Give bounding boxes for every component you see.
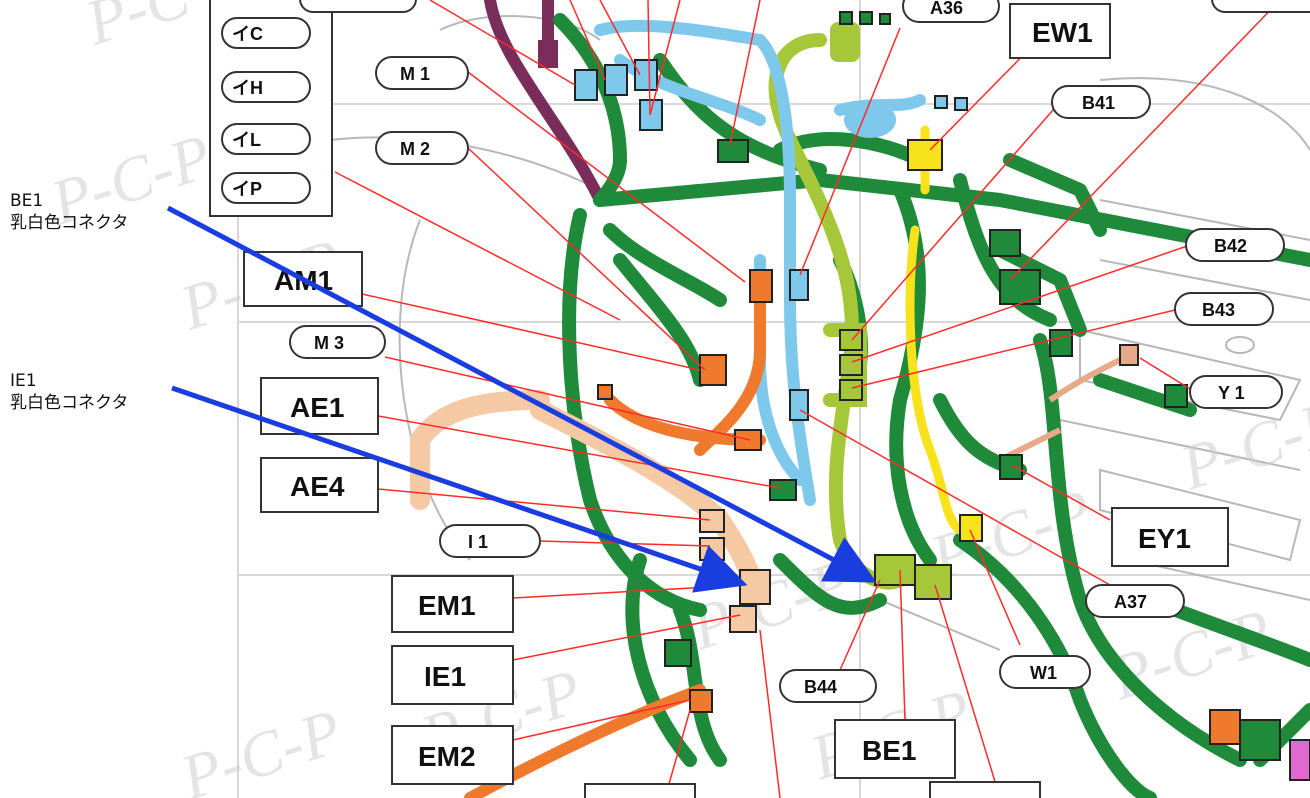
box-labels: EW1 AM1 AE1 AE4 EM1 IE1 EM2 EY1 BE1: [243, 0, 1310, 798]
pill-m3: M 3: [289, 325, 386, 359]
ie1-arrow: [171, 385, 748, 593]
leader-lines: [334, 0, 1281, 798]
annotation-ie1-code: IE1: [10, 371, 37, 391]
svg-text:EY1: EY1: [1138, 523, 1191, 554]
svg-text:IE1: IE1: [424, 661, 466, 692]
svg-text:AE4: AE4: [290, 471, 345, 502]
annotation-ie1: IE1 乳白色コネクタ: [10, 370, 128, 414]
legend-pill-c: イC: [221, 17, 311, 49]
annotation-ie1-note: 乳白色コネクタ: [10, 393, 129, 413]
pill-b41: B41: [1051, 85, 1151, 119]
yellow-connector: [907, 139, 943, 171]
svg-text:B44: B44: [804, 677, 837, 697]
pill-cut-top-right: [1211, 0, 1310, 13]
svg-text:EW1: EW1: [1032, 17, 1093, 48]
pill-a36: A36: [902, 0, 1000, 23]
svg-text:EM1: EM1: [418, 590, 476, 621]
box-cut-bottom-2: [929, 781, 1041, 798]
svg-text:AE1: AE1: [290, 392, 344, 423]
svg-text:M 3: M 3: [314, 333, 344, 353]
legend-pill-l: イL: [221, 123, 311, 155]
annotation-be1-note: 乳白色コネクタ: [10, 213, 129, 233]
svg-text:EM2: EM2: [418, 741, 476, 772]
harness-purple: [484, 0, 606, 206]
svg-text:B43: B43: [1202, 300, 1235, 320]
pill-b44: B44: [779, 669, 877, 703]
pill-a37: A37: [1085, 584, 1185, 618]
pill-b43: B43: [1174, 292, 1274, 326]
svg-text:イC: イC: [232, 24, 263, 44]
pill-cut-top-left: [299, 0, 417, 13]
legend-pill-p: イP: [221, 172, 311, 204]
lime-connector-top: [830, 22, 860, 62]
box-ey1: EY1: [1111, 507, 1229, 567]
box-cut-bottom-1: [584, 783, 696, 798]
pill-y1: Y 1: [1189, 375, 1283, 409]
pill-m2: M 2: [375, 131, 469, 165]
svg-text:W1: W1: [1030, 663, 1057, 683]
pill-labels: A36 M 1 M 2 B41 M 3 B42 B43 Y 1 I 1 A37 …: [289, 0, 1285, 703]
box-ae1: AE1: [260, 377, 379, 435]
body-outline: [329, 15, 1310, 651]
svg-text:B42: B42: [1214, 236, 1247, 256]
svg-text:イH: イH: [232, 78, 263, 98]
annotation-be1: BE1 乳白色コネクタ: [10, 190, 128, 234]
svg-text:M 2: M 2: [400, 139, 430, 159]
svg-text:P-C-P: P-C-P: [171, 695, 349, 798]
legend-pill-h: イH: [221, 71, 311, 103]
box-be1: BE1: [834, 719, 956, 779]
pill-w1: W1: [999, 655, 1091, 689]
blue-grommet: [844, 102, 896, 138]
pill-m1: M 1: [375, 56, 469, 90]
pill-i1: I 1: [439, 524, 541, 558]
box-em2: EM2: [391, 725, 514, 785]
box-em1: EM1: [391, 575, 514, 633]
svg-text:A37: A37: [1114, 592, 1147, 612]
annotation-arrows: [166, 205, 877, 593]
svg-text:イL: イL: [232, 130, 261, 150]
be1-arrow: [166, 205, 877, 583]
box-ew1: EW1: [1009, 3, 1111, 59]
svg-text:I 1: I 1: [468, 532, 488, 552]
pill-b42: B42: [1185, 228, 1285, 262]
annotation-be1-code: BE1: [10, 191, 44, 211]
svg-text:イP: イP: [232, 179, 262, 199]
connectors: [574, 11, 1310, 781]
box-ae4: AE4: [260, 457, 379, 513]
svg-text:B41: B41: [1082, 93, 1115, 113]
svg-text:M 1: M 1: [400, 64, 430, 84]
svg-text:Y 1: Y 1: [1218, 383, 1245, 403]
svg-text:A36: A36: [930, 0, 963, 18]
box-ie1: IE1: [391, 645, 514, 705]
purple-connector: [538, 40, 558, 68]
svg-text:BE1: BE1: [862, 735, 916, 766]
legend-panel: イC イH イL イP: [209, 0, 333, 217]
